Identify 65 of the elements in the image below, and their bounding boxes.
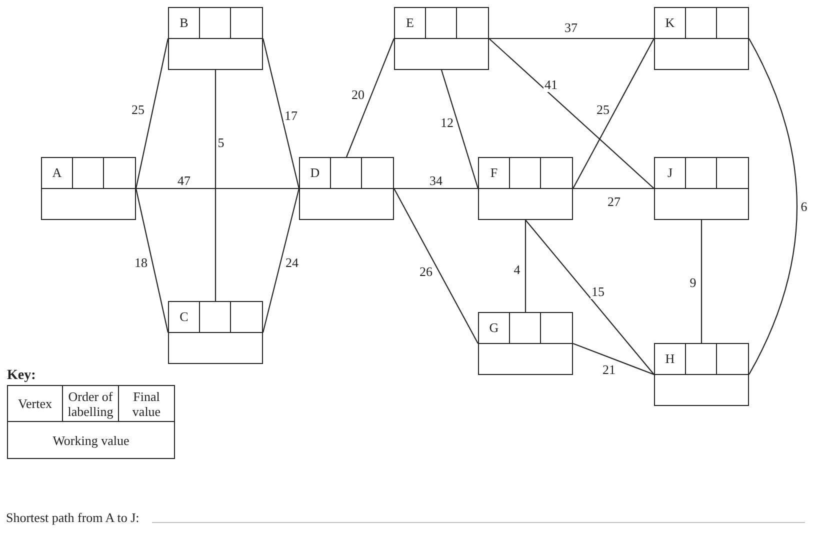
vertex-letter: G — [489, 320, 499, 336]
edge-weight: 24 — [284, 256, 300, 270]
edge-weight: 47 — [176, 174, 192, 188]
key-table — [7, 385, 175, 459]
edge-line — [135, 38, 169, 189]
edge-weight: 26 — [418, 265, 434, 279]
column-heading: Order of labelling — [66, 388, 114, 418]
vertex-box — [299, 157, 394, 220]
column-heading: Final value — [131, 388, 162, 418]
edge-line — [214, 70, 216, 301]
vertex-box — [654, 157, 749, 220]
vertex-letter: K — [665, 15, 675, 31]
edge-line — [135, 188, 169, 333]
edge-line — [136, 188, 299, 190]
edge-weight: 34 — [428, 174, 444, 188]
edge-weight: 6 — [800, 200, 808, 214]
vertex-box — [168, 7, 263, 70]
edge-weight: 9 — [688, 276, 698, 290]
edge-line — [489, 38, 654, 40]
edge-weight: 25 — [596, 103, 610, 117]
vertex-box — [654, 343, 749, 406]
edge-weight: 41 — [544, 78, 558, 92]
edge-weight: 21 — [602, 363, 616, 377]
edge-line — [346, 38, 395, 158]
edge-weight: 37 — [564, 21, 578, 35]
edge-weight: 17 — [284, 109, 298, 123]
edge-weight: 27 — [606, 195, 622, 209]
vertex-box — [654, 7, 749, 70]
edge-weight: 20 — [350, 88, 366, 102]
edge-line — [262, 188, 300, 333]
edge-line — [572, 342, 654, 376]
vertex-letter: J — [667, 165, 673, 181]
curved-edge — [748, 38, 798, 375]
edge-weight: 4 — [512, 263, 522, 277]
edge-line — [524, 220, 526, 312]
vertex-box — [41, 157, 136, 220]
edge-line — [488, 38, 654, 189]
vertex-letter: H — [665, 351, 675, 367]
edge-line — [262, 38, 300, 189]
edge-line — [525, 220, 654, 375]
edge-weight: 18 — [134, 256, 148, 270]
column-heading: Vertex — [18, 396, 52, 411]
row-heading: Working value — [52, 432, 130, 448]
edge-line — [394, 188, 478, 190]
vertex-box — [478, 157, 573, 220]
vertex-letter: E — [406, 15, 414, 31]
edge-weight: 12 — [440, 116, 454, 130]
edge-line — [440, 70, 479, 189]
edge-weight: 15 — [590, 285, 606, 299]
key-heading: Key: — [7, 368, 36, 384]
edge-weight: 5 — [216, 136, 226, 150]
edge-weight: 25 — [130, 103, 146, 117]
vertex-letter: D — [310, 165, 320, 181]
edge-line — [572, 38, 654, 189]
edge-line — [573, 188, 654, 190]
vertex-box — [394, 7, 489, 70]
vertex-box — [478, 312, 573, 375]
vertex-letter: A — [52, 165, 62, 181]
edge-line — [700, 220, 702, 343]
answer-prompt: Shortest path from A to J: — [6, 510, 140, 526]
vertex-letter: F — [490, 165, 498, 181]
vertex-letter: B — [180, 15, 188, 31]
edge-line — [394, 188, 478, 344]
vertex-box — [168, 301, 263, 364]
vertex-letter: C — [180, 309, 188, 325]
